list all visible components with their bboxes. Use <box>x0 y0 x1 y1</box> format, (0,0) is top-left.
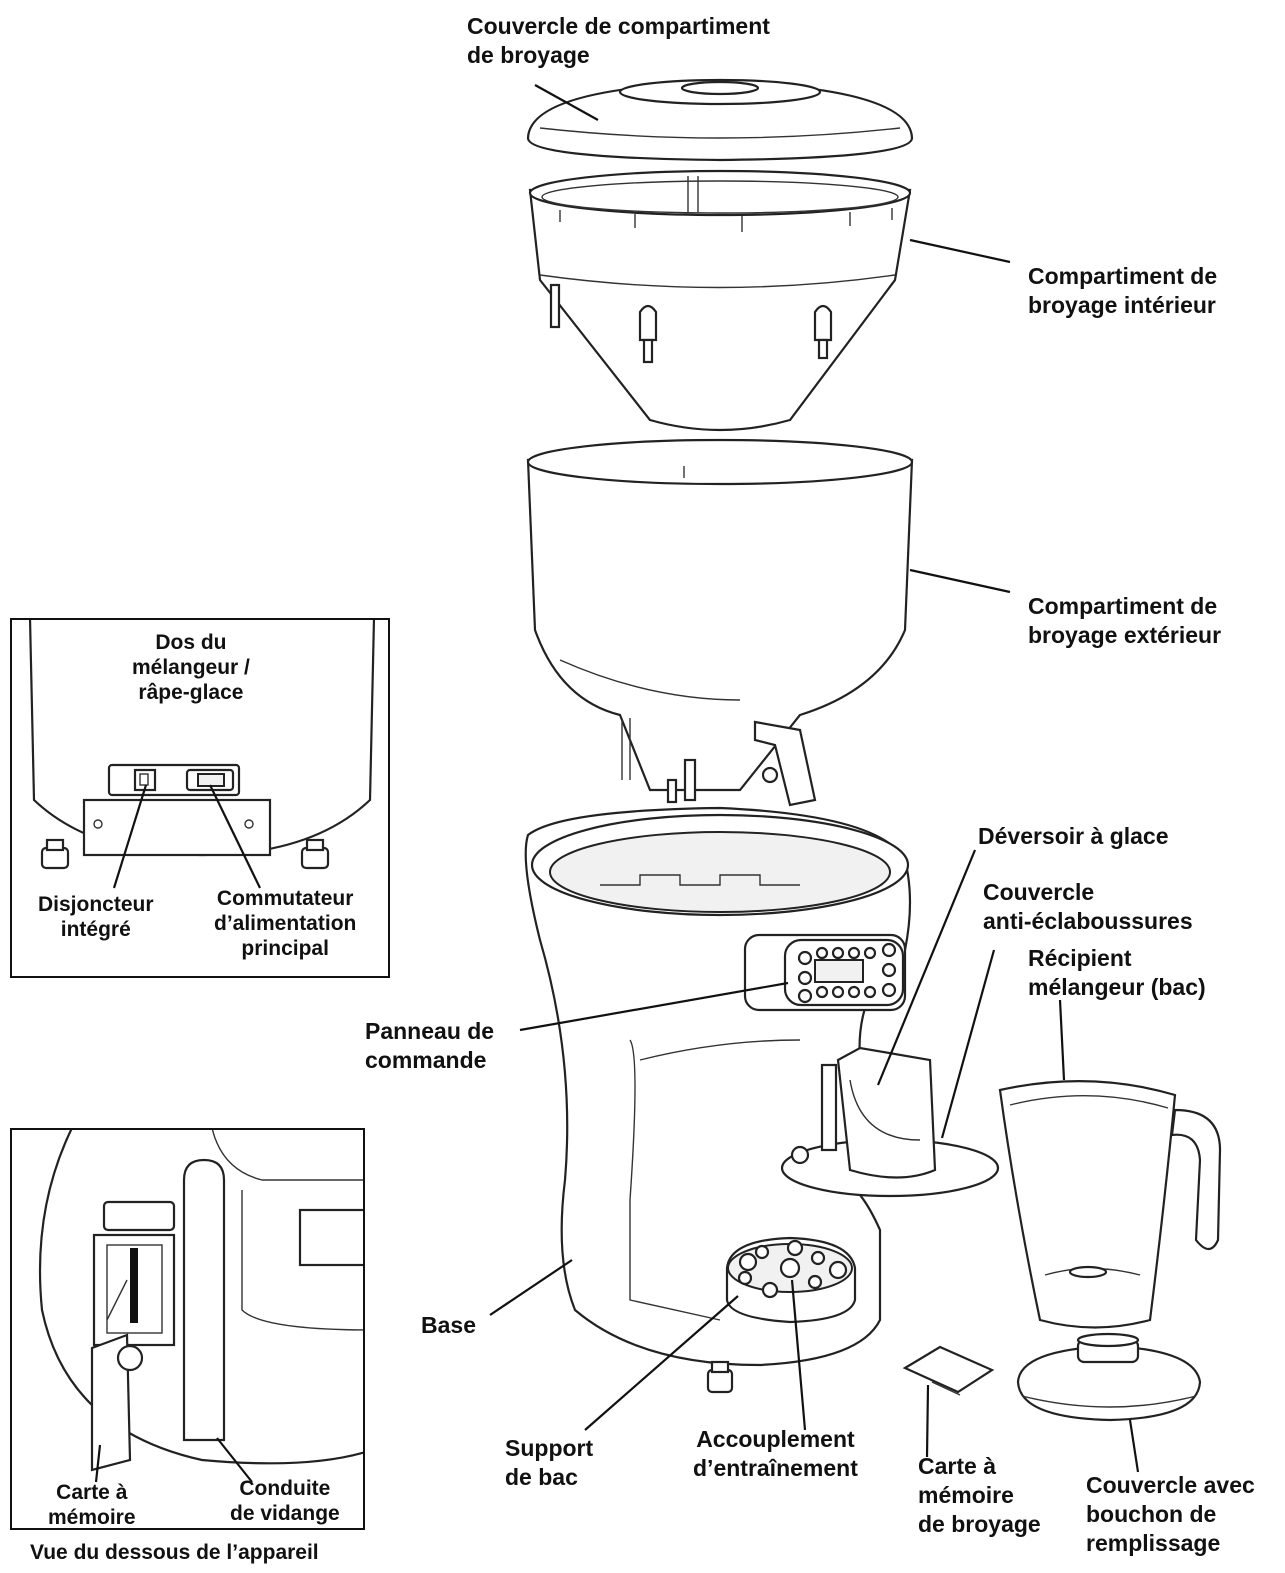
bottom-view-caption: Vue du dessous de l’appareil <box>30 1541 319 1564</box>
back-view-drawing <box>28 620 376 889</box>
ice-chute-drawing <box>780 1046 1000 1198</box>
label-base: Base <box>421 1312 476 1338</box>
bottom-view-drawing <box>38 1130 363 1483</box>
inner-grinding-drawing <box>528 169 912 432</box>
memory-card-drawing <box>902 1345 995 1396</box>
blender-jar-drawing <box>998 1080 1222 1422</box>
outer-grinding-drawing <box>526 438 914 807</box>
label-ice-chute: Déversoir à glace <box>978 823 1169 849</box>
base-drawing <box>524 806 912 1394</box>
leader-lines <box>489 84 1140 1473</box>
grinding-lid-drawing <box>526 78 914 162</box>
